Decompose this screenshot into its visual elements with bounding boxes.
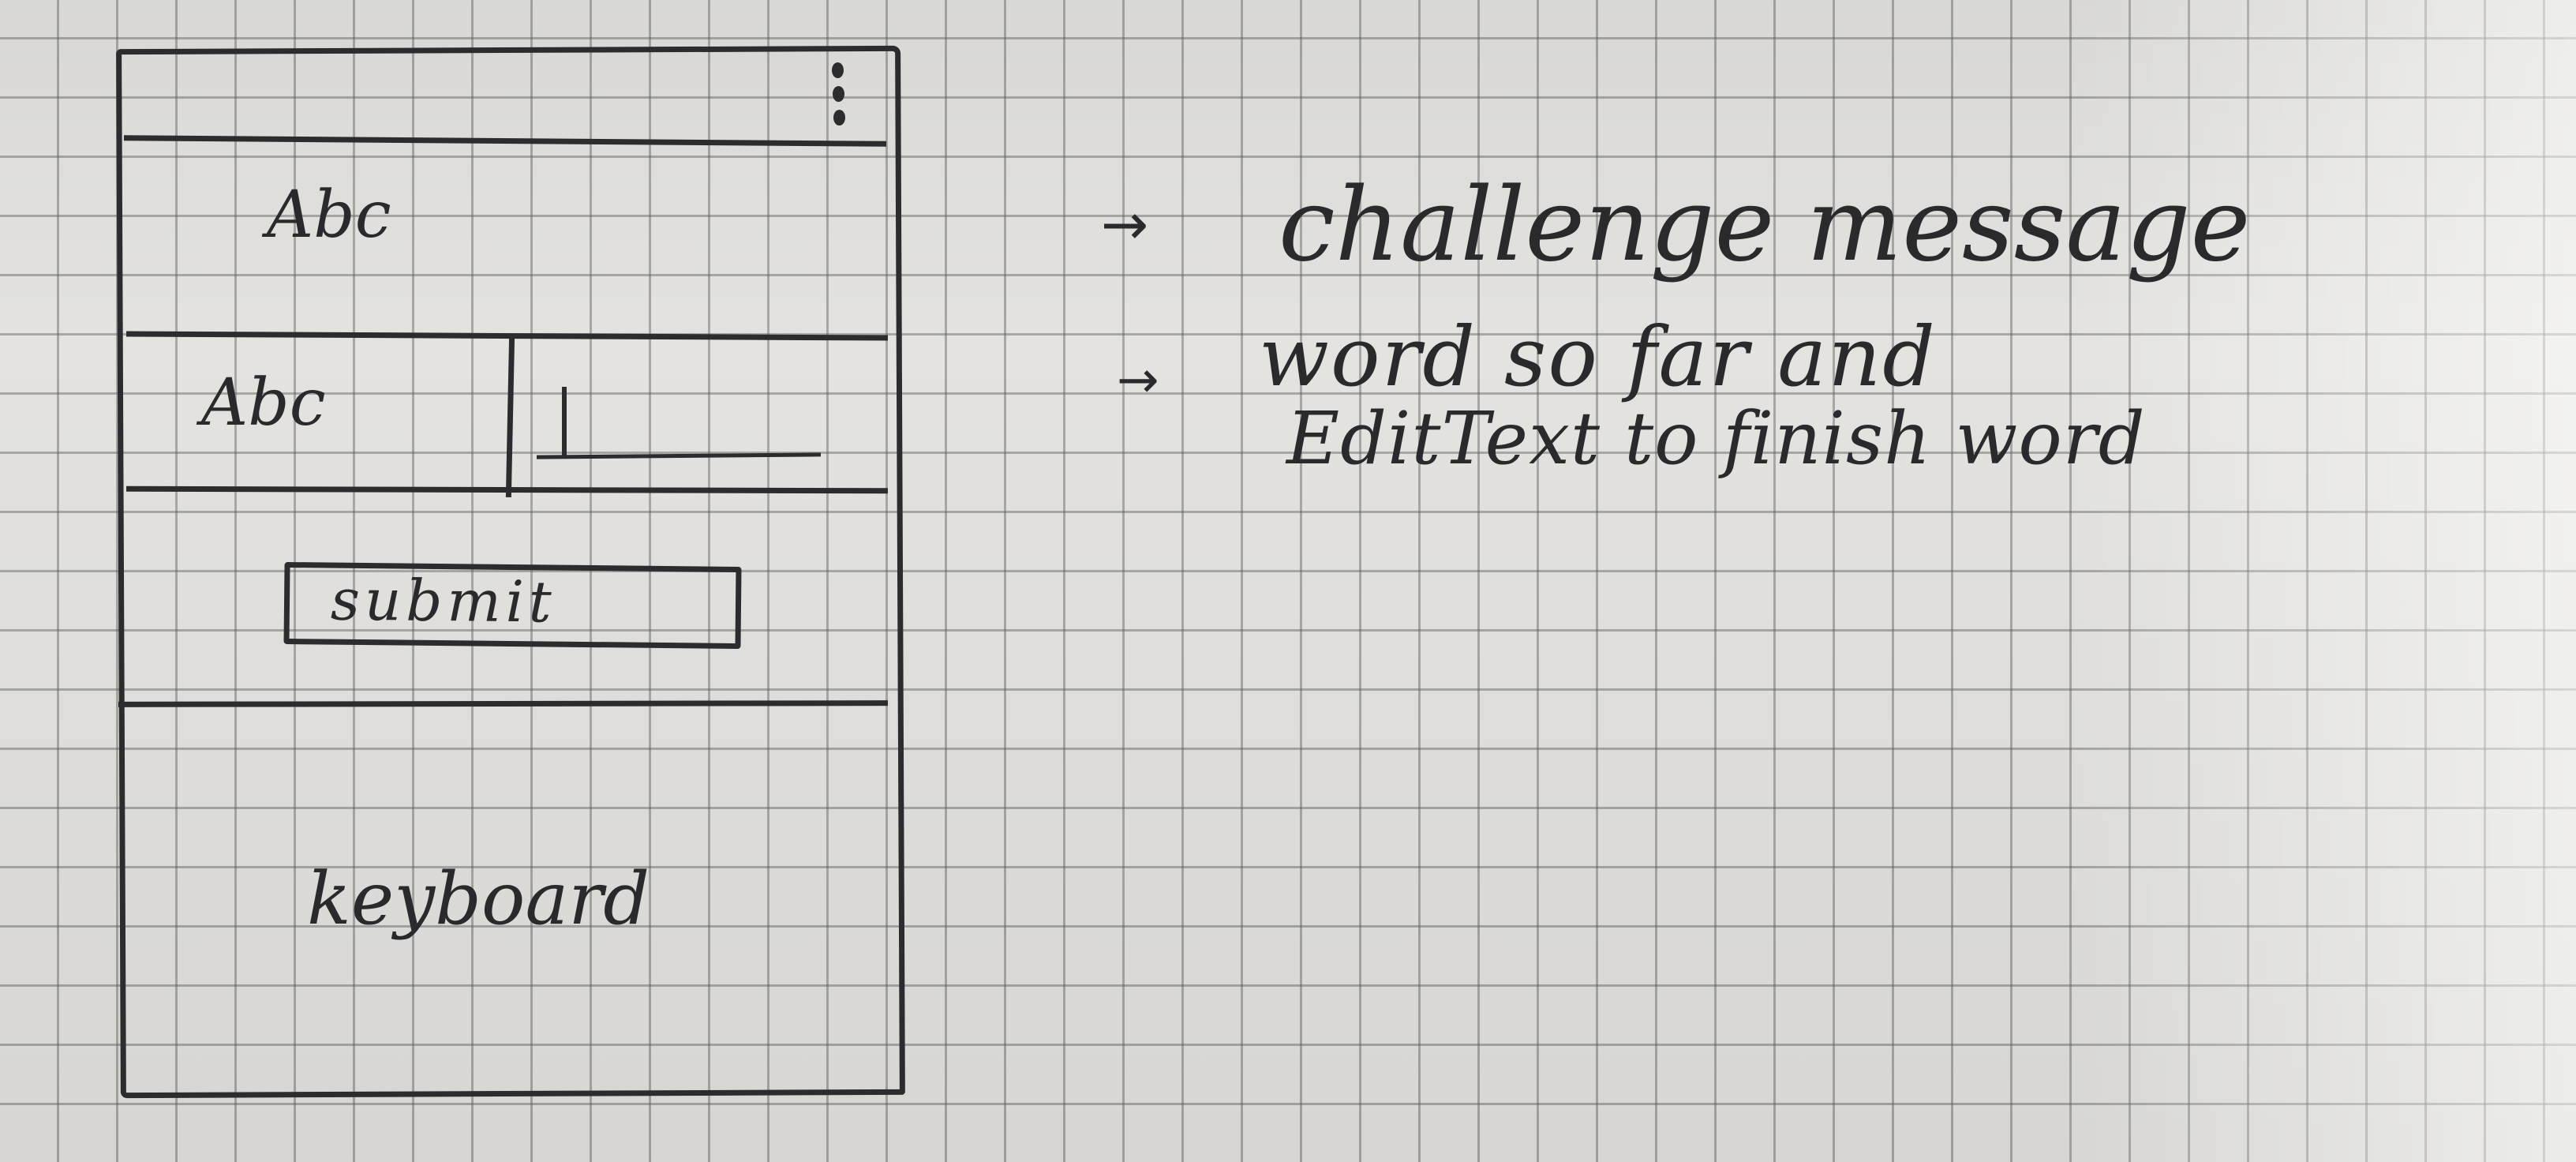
keyboard-label: keyboard <box>307 857 650 941</box>
text-cursor-icon <box>562 387 567 458</box>
keyboard-area[interactable]: keyboard <box>124 707 886 1078</box>
overflow-menu-icon[interactable] <box>827 59 851 138</box>
submit-button[interactable]: submit <box>283 561 742 650</box>
challenge-message-text: Abc <box>267 178 391 253</box>
submit-button-label: submit <box>330 566 557 635</box>
edittext-underline <box>536 452 822 459</box>
menu-dot <box>833 86 844 102</box>
annotation-word-so-far: word so far and <box>1259 309 1937 405</box>
menu-dot <box>833 110 845 126</box>
right-arrow-icon: → <box>1101 191 1149 257</box>
right-arrow-icon: → <box>1117 351 1159 410</box>
annotation-edittext-finish-word: EditText to finish word <box>1286 396 2146 481</box>
word-so-far-text: Abc <box>201 365 326 440</box>
annotation-challenge-message: challenge message <box>1279 167 2251 284</box>
finish-word-edittext[interactable] <box>525 371 856 474</box>
menu-dot <box>832 62 844 78</box>
